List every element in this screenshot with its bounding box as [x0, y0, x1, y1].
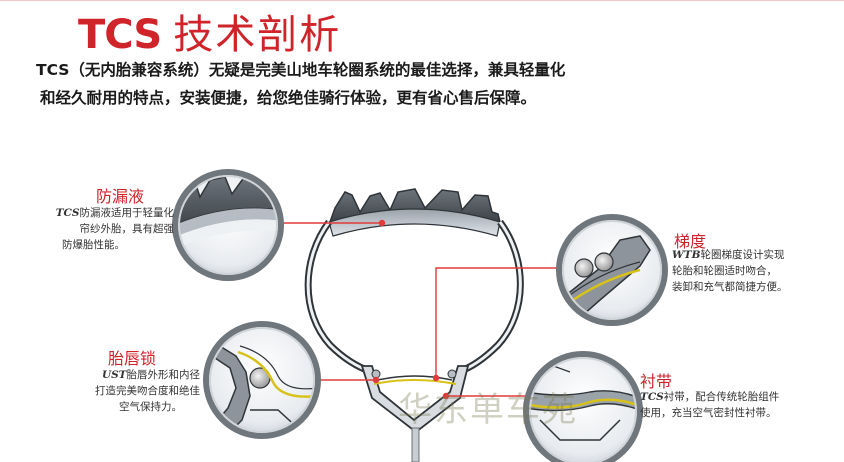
- callout-bead-lock-title: 胎唇锁: [108, 349, 157, 368]
- callout-rim-strip-line-1: 衬带，配合传统轮胎组件: [663, 391, 780, 403]
- callout-gradient-body: WTB轮圈梯度设计实现 轮胎和轮圈适时吻合， 装卸和充气都简捷方便。: [672, 247, 788, 295]
- callout-rim-strip-title: 衬带: [640, 372, 673, 391]
- callout-sealant-title: 防漏液: [96, 187, 145, 206]
- callout-sealant-body: TCS防漏液适用于轻量化 帘纱外胎，具有超强 防爆胎性能。: [30, 205, 174, 253]
- title-latin: TCS: [78, 12, 162, 58]
- callout-sealant-lead: TCS: [55, 207, 80, 219]
- callout-gradient-line-3: 装卸和充气都简捷方便。: [672, 281, 788, 293]
- callout-gradient-line-1: 轮圈梯度设计实现: [700, 249, 785, 261]
- magnifier-bead-lock: [203, 321, 321, 439]
- callout-rim-strip-body: TCS衬带，配合传统轮胎组件 使用，充当空气密封性衬带。: [640, 389, 779, 421]
- callout-bead-lock-line-1: 胎唇外形和内径: [126, 369, 201, 381]
- page-title: TCS 技术剖析: [78, 2, 341, 58]
- callout-bead-lock-line-2: 打造完美吻合度和绝佳: [95, 385, 200, 397]
- callout-gradient-line-2: 轮胎和轮圈适时吻合，: [672, 265, 777, 277]
- title-chinese: 技术剖析: [173, 12, 342, 58]
- top-border: [0, 0, 844, 1]
- magnifier-gradient: [556, 214, 668, 326]
- callout-sealant-line-1: 防漏液适用于轻量化: [79, 207, 175, 219]
- callout-bead-lock-body: UST胎唇外形和内径 打造完美吻合度和绝佳 空气保持力。: [60, 367, 200, 415]
- intro-paragraph: TCS（无内胎兼容系统）无疑是完美山地车轮圈系统的最佳选择，兼具轻量化 和经久耐…: [36, 56, 736, 112]
- callout-sealant-line-2: 帘纱外胎，具有超强: [79, 223, 175, 235]
- magnifier-rim-strip: [523, 351, 643, 462]
- watermark-text: 华东单车苑: [398, 390, 578, 430]
- intro-line-2: 和经久耐用的特点，安装便捷，给您绝佳骑行体验，更有省心售后保障。: [40, 89, 537, 107]
- callout-sealant-line-3: 防爆胎性能。: [62, 239, 125, 251]
- magnifier-sealant: [172, 169, 284, 281]
- callout-bead-lock-lead: UST: [101, 369, 127, 381]
- callout-rim-strip-lead: TCS: [640, 391, 664, 403]
- tire-cross-section: [304, 188, 524, 462]
- callout-bead-lock-line-3: 空气保持力。: [119, 401, 182, 413]
- intro-line-1: TCS（无内胎兼容系统）无疑是完美山地车轮圈系统的最佳选择，兼具轻量化: [36, 61, 566, 79]
- callout-gradient-lead: WTB: [672, 249, 701, 261]
- callout-gradient-title: 梯度: [674, 232, 707, 251]
- callout-rim-strip-line-2: 使用，充当空气密封性衬带。: [640, 407, 777, 419]
